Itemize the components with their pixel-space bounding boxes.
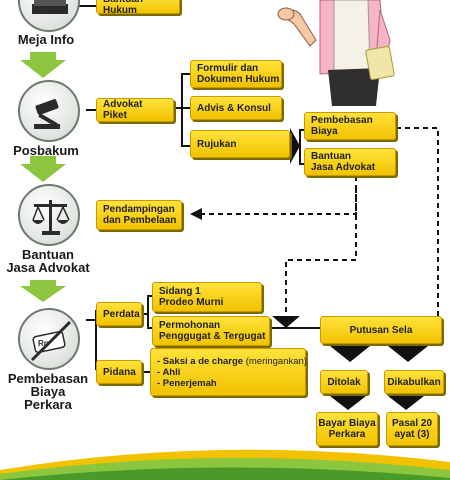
bantuan-jasa-line-1: Bantuan	[311, 151, 351, 162]
permohonan-box: Permohonan Penggugat & Tergugat	[152, 316, 270, 346]
dikabulkan-label: Dikabulkan	[387, 376, 441, 388]
connector	[147, 314, 152, 329]
pembebasan-biaya-line-2: Biaya	[311, 126, 338, 137]
ditolak-box: Ditolak	[320, 370, 368, 394]
advokat-piket-box: Advokat Piket	[96, 98, 174, 122]
dikabulkan-box: Dikabulkan	[384, 370, 444, 394]
pasal-line-1: Pasal 20	[391, 418, 433, 429]
sidang-line-1: Sidang 1	[159, 286, 201, 297]
sidang-box: Sidang 1 Prodeo Murni	[152, 282, 262, 312]
pendampingan-box: Pendampingan dan Pembelaan	[96, 200, 182, 230]
down-arrow-icon	[330, 396, 366, 410]
stage-pembebasan-biaya-perkara: Pembebasan Biaya Perkara	[0, 372, 96, 411]
pendampingan-line-1: Pendampingan	[103, 204, 175, 215]
connector	[174, 73, 190, 109]
stage-bantuan-jasa-advokat: Bantuan Jasa Advokat	[0, 248, 96, 274]
pidana-box: Pidana	[96, 360, 142, 384]
rujukan-box: Rujukan	[190, 130, 290, 158]
down-arrow-icon	[388, 346, 428, 362]
formulir-line-2: Dokumen Hukum	[197, 74, 280, 85]
scales-icon	[18, 184, 80, 246]
pidana-list-box: - Saksi a de charge (meringankan) - Ahli…	[150, 348, 307, 396]
bayar-line-2: Perkara	[328, 429, 366, 440]
bracket-arrow-icon	[290, 128, 300, 164]
putusan-sela-box: Putusan Sela	[320, 316, 442, 344]
stage-bantuan-line-1: Bantuan	[22, 247, 74, 262]
pidana-label: Pidana	[103, 366, 136, 378]
stage-arrow-icon	[20, 156, 66, 182]
bayar-line-1: Bayar Biaya	[318, 418, 376, 429]
putusan-sela-label: Putusan Sela	[349, 324, 413, 336]
pidana-list-line-1: - Saksi a de charge (meringankan)	[157, 356, 307, 367]
bantuan-hukum-label: Bantuan Hukum	[103, 0, 143, 16]
gavel-icon	[18, 80, 80, 142]
stage-posbakum: Posbakum	[13, 143, 79, 158]
bantuan-jasa-box: Bantuan Jasa Advokat	[304, 148, 396, 176]
perdata-box: Perdata	[96, 302, 142, 326]
no-money-icon: Rp	[18, 308, 80, 370]
pendampingan-line-2: dan Pembelaan	[103, 215, 177, 226]
down-arrow-icon	[330, 346, 370, 362]
pidana-list-item-2: - Ahli	[157, 366, 181, 378]
advokat-piket-label: Advokat Piket	[103, 99, 143, 121]
dashed-connector	[190, 176, 357, 220]
stage-arrow-icon	[20, 52, 66, 78]
formulir-box: Formulir dan Dokumen Hukum	[190, 60, 282, 88]
stage-arrow-icon	[20, 280, 66, 302]
pidana-list-item-1: - Saksi a de charge	[157, 355, 244, 367]
stage-pembebasan-line-2: Biaya	[30, 384, 66, 399]
pembebasan-biaya-line-1: Pembebasan	[311, 115, 373, 126]
down-arrow-icon	[388, 396, 424, 410]
connector	[181, 108, 190, 147]
advis-box: Advis & Konsul	[190, 96, 282, 120]
bantuan-hukum-box: Bantuan Hukum	[96, 0, 180, 16]
permohonan-line-2: Penggugat & Tergugat	[159, 331, 266, 342]
pasal-line-2: ayat (3)	[394, 429, 430, 440]
rujukan-label: Rujukan	[197, 138, 237, 150]
book-icon	[18, 0, 80, 32]
stage-pembebasan-line-3: Perkara	[24, 397, 72, 412]
dashed-connector	[285, 188, 357, 314]
dashed-connector	[396, 127, 439, 321]
advis-label: Advis & Konsul	[197, 102, 271, 114]
stage-pembebasan-line-1: Pembebasan	[7, 371, 89, 386]
bayar-box: Bayar Biaya Perkara	[316, 412, 378, 446]
connector	[86, 310, 97, 321]
bottom-swoosh	[0, 449, 450, 480]
pasal-box: Pasal 20 ayat (3)	[386, 412, 438, 446]
pidana-list-item-3: - Penerjemah	[157, 377, 217, 389]
woman-illustration-icon	[277, 0, 395, 106]
down-arrow-icon	[272, 316, 300, 328]
sidang-line-2: Prodeo Murni	[159, 297, 224, 308]
permohonan-line-1: Permohonan	[159, 320, 221, 331]
connector	[299, 146, 304, 165]
stage-bantuan-line-2: Jasa Advokat	[6, 260, 90, 275]
bantuan-jasa-line-2: Jasa Advokat	[311, 162, 376, 173]
connector	[142, 295, 152, 315]
pidana-list-item-1b: (meringankan)	[243, 355, 307, 367]
seal-text: Rp	[38, 339, 49, 348]
formulir-line-1: Formulir dan	[197, 63, 259, 74]
stage-meja-info: Meja Info	[17, 32, 75, 47]
ditolak-label: Ditolak	[327, 376, 361, 388]
perdata-label: Perdata	[103, 308, 140, 320]
pembebasan-biaya-box: Pembebasan Biaya	[304, 112, 396, 140]
